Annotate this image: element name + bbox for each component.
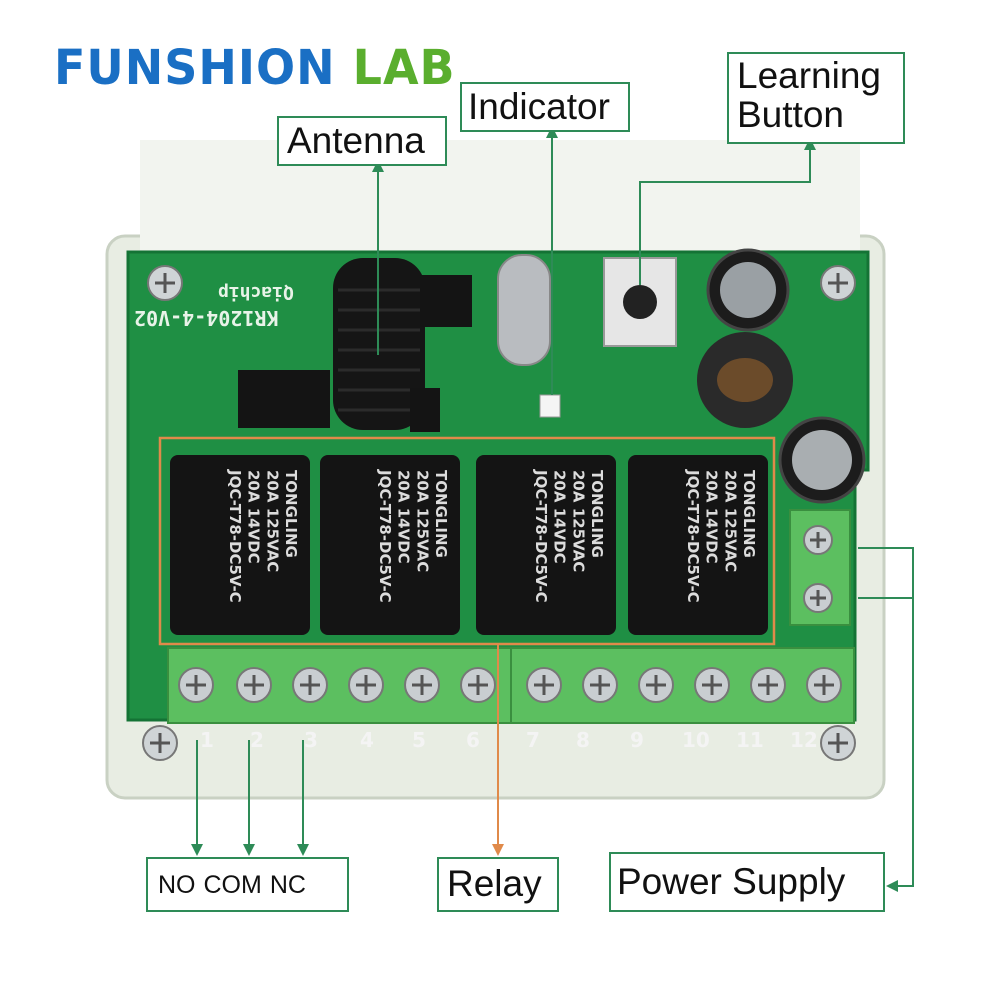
antenna-callout: Antenna — [277, 116, 447, 166]
relay-3 — [476, 455, 616, 635]
brand-name-part2: LAB — [352, 38, 456, 96]
no-label: NO — [158, 871, 196, 899]
board-maker-text: Qiachip — [218, 282, 294, 303]
crystal-oscillator — [497, 254, 551, 366]
terminal-screw-icon — [582, 667, 618, 703]
inductor-icon — [697, 332, 793, 428]
pin-number-label: 10 — [682, 728, 710, 752]
relay-brand-text: TONGLING — [588, 470, 606, 558]
leader-lines — [196, 132, 914, 887]
pin-number-label: 6 — [466, 728, 480, 752]
pin-number-label: 1 — [200, 728, 214, 752]
ic-chip-u3 — [410, 388, 440, 432]
terminal-screw-icon — [694, 667, 730, 703]
screw-icon — [820, 265, 856, 301]
pin-number-label: 3 — [304, 728, 318, 752]
learning-callout-line1: Learning — [737, 55, 882, 96]
relay-highlight-box — [158, 436, 776, 646]
pin-number-label: 12 — [790, 728, 818, 752]
relay-brand-text: TONGLING — [432, 470, 450, 558]
arrowheads — [191, 126, 898, 892]
relay-terminal-block — [167, 647, 855, 724]
ic-chip-u1 — [238, 370, 330, 428]
terminal-screw-icon — [526, 667, 562, 703]
brand-name-part1: FUNSHION — [54, 38, 336, 96]
relay-spec-text: 20A 125VAC — [413, 470, 432, 573]
terminal-screw-icon — [638, 667, 674, 703]
com-label: COM — [203, 871, 262, 899]
relay-brand-text: TONGLING — [740, 470, 758, 558]
pin-number-label: 2 — [250, 728, 264, 752]
power-terminal-block — [789, 509, 851, 626]
screw-icon — [820, 725, 856, 761]
ic-chip-u2 — [420, 275, 472, 327]
pin-number-label: 11 — [736, 728, 764, 752]
learning-button-icon — [603, 257, 677, 347]
relay-1 — [170, 455, 310, 635]
relay-part-text: JQC-T78-DC5V-C — [375, 470, 394, 603]
terminal-screw-icon — [806, 667, 842, 703]
relay-spec-text: 20A 125VAC — [569, 470, 588, 573]
pin-number-label: 5 — [412, 728, 426, 752]
relay-spec-text: 20A 14VDC — [702, 470, 721, 564]
pin-number-label: 4 — [360, 728, 374, 752]
brand-logo: FUNSHION LAB — [54, 39, 456, 96]
terminal-screw-icon — [404, 667, 440, 703]
indicator-callout: Indicator — [460, 82, 630, 132]
relay-part-text: JQC-T78-DC5V-C — [225, 470, 244, 603]
relay-spec-text: 20A 125VAC — [263, 470, 282, 573]
screw-icon — [142, 725, 178, 761]
relay-4 — [628, 455, 768, 635]
pin-number-label: 9 — [630, 728, 644, 752]
relay-2 — [320, 455, 460, 635]
relay-spec-text: 20A 14VDC — [394, 470, 413, 564]
terminal-screw-icon — [236, 667, 272, 703]
terminal-screw-icon — [348, 667, 384, 703]
pin-number-label: 7 — [526, 728, 540, 752]
terminal-screw-icon — [292, 667, 328, 703]
relay-part-text: JQC-T78-DC5V-C — [531, 470, 550, 603]
relay-part-text: JQC-T78-DC5V-C — [683, 470, 702, 603]
nc-label: NC — [269, 871, 306, 899]
learning-leader — [639, 144, 811, 285]
relay-spec-text: 20A 125VAC — [721, 470, 740, 573]
capacitor-icon — [778, 416, 866, 504]
board-model-text: KR1204-4-V02 — [134, 306, 279, 330]
relay-brand-text: TONGLING — [282, 470, 300, 558]
indicator-led — [539, 394, 561, 418]
relay-spec-text: 20A 14VDC — [550, 470, 569, 564]
terminal-screw-icon — [460, 667, 496, 703]
power-leader — [858, 547, 914, 887]
learning-callout-line2: Button — [737, 93, 844, 135]
relay-callout: Relay — [437, 857, 559, 912]
pin-number-label: 8 — [576, 728, 590, 752]
power-supply-callout: Power Supply — [609, 852, 885, 912]
enclosure-top-rail — [140, 140, 860, 250]
capacitor-icon — [706, 248, 790, 332]
terminal-screw-icon — [178, 667, 214, 703]
screw-icon — [147, 265, 183, 301]
terminal-screw-icon — [750, 667, 786, 703]
terminal-screws — [178, 667, 842, 703]
relay-arrowhead — [492, 844, 504, 856]
relay-spec-text: 20A 14VDC — [244, 470, 263, 564]
learning-button-callout: Learning Button — [727, 52, 905, 144]
